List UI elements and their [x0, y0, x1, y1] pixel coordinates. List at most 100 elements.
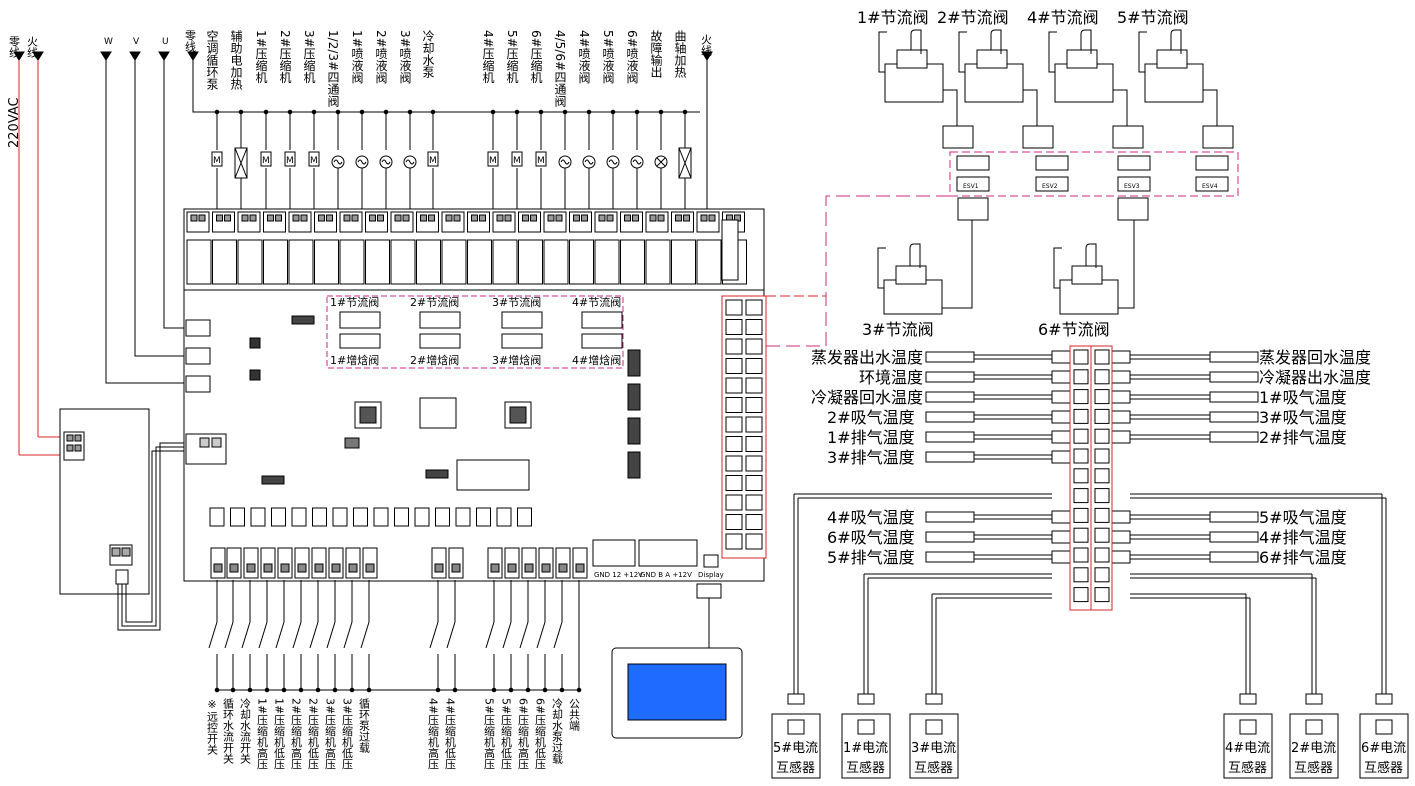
current-sensor-label: 互感器 — [1228, 760, 1267, 776]
sensor-label-left: 5#排气温度 — [827, 548, 915, 567]
current-sensor-label: 5#电流 — [773, 741, 818, 756]
board-enthalpy-label: 4#增焓阀 — [572, 353, 621, 367]
output-label: 冷却水泵 — [421, 30, 435, 78]
voltage-label: 220VAC — [7, 97, 22, 148]
throttle-valve-label: 4#节流阀 — [1027, 8, 1099, 27]
output-label: 1/2/3#四通阀 — [326, 30, 340, 108]
sensor-label-right: 5#吸气温度 — [1259, 508, 1347, 527]
temperature-sensors — [925, 345, 1259, 611]
input-label: 2#压缩机高压 — [290, 698, 303, 770]
throttle-valve-label: 3#节流阀 — [862, 320, 934, 339]
throttle-valve-label: 2#节流阀 — [937, 8, 1009, 27]
input-label: 冷却水流开关 — [239, 698, 252, 765]
board-valve-label: 2#节流阀 — [410, 295, 459, 309]
board-valve-label: 1#节流阀 — [330, 295, 379, 309]
sensor-label-left: 2#吸气温度 — [827, 408, 915, 427]
current-sensors — [771, 493, 1409, 779]
output-label: 4/5/6#四通阀 — [553, 30, 567, 108]
input-label: 6#压缩机低压 — [534, 698, 547, 770]
terminal-text-2: GND B A +12V — [640, 571, 692, 579]
current-sensor-label: 互感器 — [776, 760, 815, 776]
sensor-label-left: 冷凝器回水温度 — [811, 388, 923, 407]
sensor-label-left: 环境温度 — [859, 368, 923, 387]
current-sensor-label: 1#电流 — [843, 741, 888, 756]
throttle-valve-label: 6#节流阀 — [1038, 320, 1110, 339]
valve-connector-label: ESV2 — [1042, 183, 1058, 190]
output-label: 4#压缩机 — [481, 30, 495, 84]
phase-w-label: W — [104, 37, 113, 47]
input-label: 1#压缩机高压 — [256, 698, 269, 770]
output-label: 曲轴加热 — [673, 30, 687, 79]
output-label: 故障输出 — [649, 29, 663, 78]
throttle-valve-label: 5#节流阀 — [1117, 8, 1189, 27]
input-label: 5#压缩机高压 — [483, 698, 496, 770]
output-label: 5#喷液阀 — [601, 30, 615, 84]
neutral-label-top: 零线 — [184, 30, 197, 52]
input-label: 2#压缩机低压 — [307, 698, 320, 770]
motor-symbol: M — [489, 156, 497, 166]
board-valve-label: 3#节流阀 — [492, 295, 541, 309]
input-label: 6#压缩机高压 — [517, 698, 530, 770]
display-unit — [611, 583, 743, 739]
board-enthalpy-label: 3#增焓阀 — [492, 353, 541, 367]
sensor-label-right: 3#吸气温度 — [1259, 408, 1347, 427]
board-enthalpy-label: 1#增焓阀 — [330, 353, 379, 367]
sensor-label-right: 冷凝器出水温度 — [1259, 368, 1371, 387]
input-label: 5#压缩机低压 — [500, 698, 513, 770]
sensor-label-left: 4#吸气温度 — [827, 508, 915, 527]
motor-symbol: M — [513, 156, 521, 166]
sensor-label-right: 蒸发器回水温度 — [1259, 348, 1371, 367]
output-label: 辅助电加热 — [229, 30, 243, 91]
motor-symbol: M — [262, 156, 270, 166]
board-enthalpy-label: 2#增焓阀 — [410, 353, 459, 367]
live-label-top: 火线 — [700, 34, 713, 56]
display-port-label: Display — [698, 571, 724, 579]
motor-symbol: M — [429, 156, 437, 166]
current-sensor-label: 6#电流 — [1361, 741, 1406, 756]
input-label: 3#压缩机高压 — [324, 698, 337, 770]
sensor-label-right: 4#排气温度 — [1259, 528, 1347, 547]
input-label: 冷却水泵过载 — [551, 698, 564, 764]
motor-symbol: M — [537, 156, 545, 166]
throttle-valve-label: 1#节流阀 — [857, 8, 929, 27]
current-sensor-label: 4#电流 — [1225, 741, 1270, 756]
input-label: 公共端 — [568, 698, 581, 732]
output-label: 空调循环泵 — [205, 30, 219, 90]
sensor-label-left: 蒸发器出水温度 — [811, 348, 923, 367]
output-label: 2#喷液阀 — [374, 30, 388, 84]
output-label: 6#压缩机 — [529, 30, 543, 84]
input-switches — [208, 580, 582, 693]
output-label: 5#压缩机 — [505, 30, 519, 84]
input-label: 循环水流开关 — [222, 698, 235, 765]
input-label: 4#压缩机高压 — [427, 698, 440, 770]
phase-v-label: V — [133, 37, 140, 47]
terminal-text-1: GND 12 +12V — [594, 571, 643, 579]
current-sensor-label: 3#电流 — [911, 741, 956, 756]
sensor-label-right: 6#排气温度 — [1259, 548, 1347, 567]
throttle-valves — [764, 29, 1239, 347]
input-label: 1#压缩机低压 — [273, 698, 286, 770]
input-label: 3#压缩机低压 — [341, 698, 354, 770]
valve-connector-label: ESV4 — [1202, 183, 1218, 190]
sensor-label-left: 6#吸气温度 — [827, 528, 915, 547]
sensor-label-right: 2#排气温度 — [1259, 428, 1347, 447]
output-label: 3#喷液阀 — [398, 30, 412, 84]
sensor-label-right: 1#吸气温度 — [1259, 388, 1347, 407]
current-sensor-label: 互感器 — [1294, 760, 1333, 776]
output-label: 6#喷液阀 — [625, 30, 639, 84]
board-valve-label: 4#节流阀 — [572, 295, 621, 309]
output-label: 4#喷液阀 — [577, 30, 591, 84]
output-label: 1#压缩机 — [254, 30, 268, 84]
output-label: 1#喷液阀 — [350, 30, 364, 84]
current-sensor-label: 2#电流 — [1291, 741, 1336, 756]
input-label: 循环泵过载 — [358, 698, 371, 753]
motor-symbol: M — [213, 156, 221, 166]
output-label: 3#压缩机 — [302, 30, 316, 84]
sensor-label-left: 1#排气温度 — [827, 428, 915, 447]
valve-connector-label: ESV1 — [963, 183, 979, 190]
main-board: GND 12 +12V GND B A +12V Display — [183, 208, 767, 582]
current-sensor-label: 互感器 — [846, 760, 885, 776]
current-sensor-label: 互感器 — [1364, 760, 1403, 776]
